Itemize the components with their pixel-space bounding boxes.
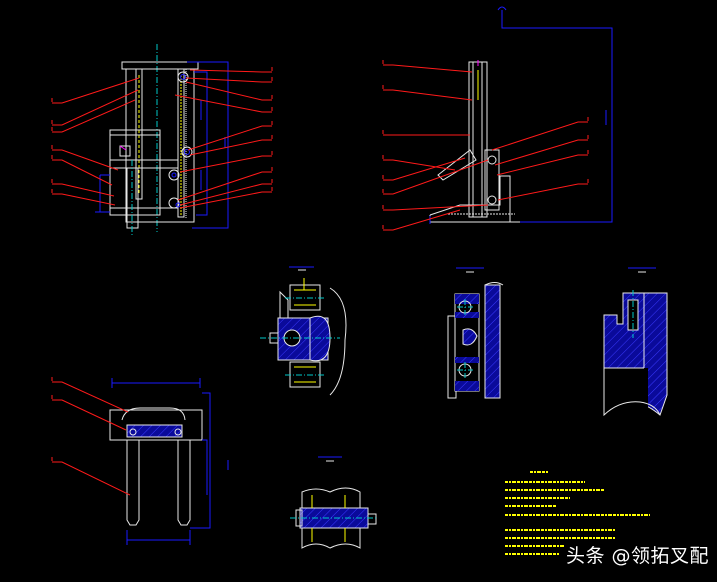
leader-line [185,81,272,101]
section-view-fork-heel [603,267,668,418]
leader-line [52,89,139,126]
leader-line [179,183,272,206]
leader-line [177,171,272,201]
leader-line [52,381,129,413]
leader-line [383,209,461,231]
leader-line [383,64,473,73]
leader-line [174,94,272,113]
side-view-assembly [429,6,613,224]
leader-line [52,159,113,186]
leader-line [52,183,115,197]
leader-line [491,121,588,151]
section-view-bearing [447,267,504,399]
leader-line [383,204,489,211]
technical-notes-block [505,471,650,555]
leader-line [52,193,116,206]
leader-line [187,125,272,151]
leader-line [496,154,588,176]
leader-line [497,183,588,201]
top-view-fork [109,378,229,545]
leader-line [52,77,140,104]
section-view-roller [260,266,347,396]
front-view-leader-lines [51,67,273,209]
side-view-leader-lines [382,60,589,231]
leader-line [189,69,272,73]
leader-line [52,461,131,496]
leader-line [494,139,588,166]
leader-line [52,399,127,431]
leader-line [179,155,272,173]
front-view-assembly [95,44,229,236]
leader-line [52,99,136,133]
leader-line [383,157,466,181]
leader-line [383,89,473,101]
leader-line [179,191,272,209]
leader-line [185,77,272,83]
leader-line [383,159,456,171]
leader-line [52,149,119,171]
leader-line [189,139,272,156]
leader-line [383,159,489,195]
watermark: 头条 @领拓叉配 [566,545,710,567]
section-view-shaft [290,456,378,549]
top-view-leader-lines [51,377,131,496]
